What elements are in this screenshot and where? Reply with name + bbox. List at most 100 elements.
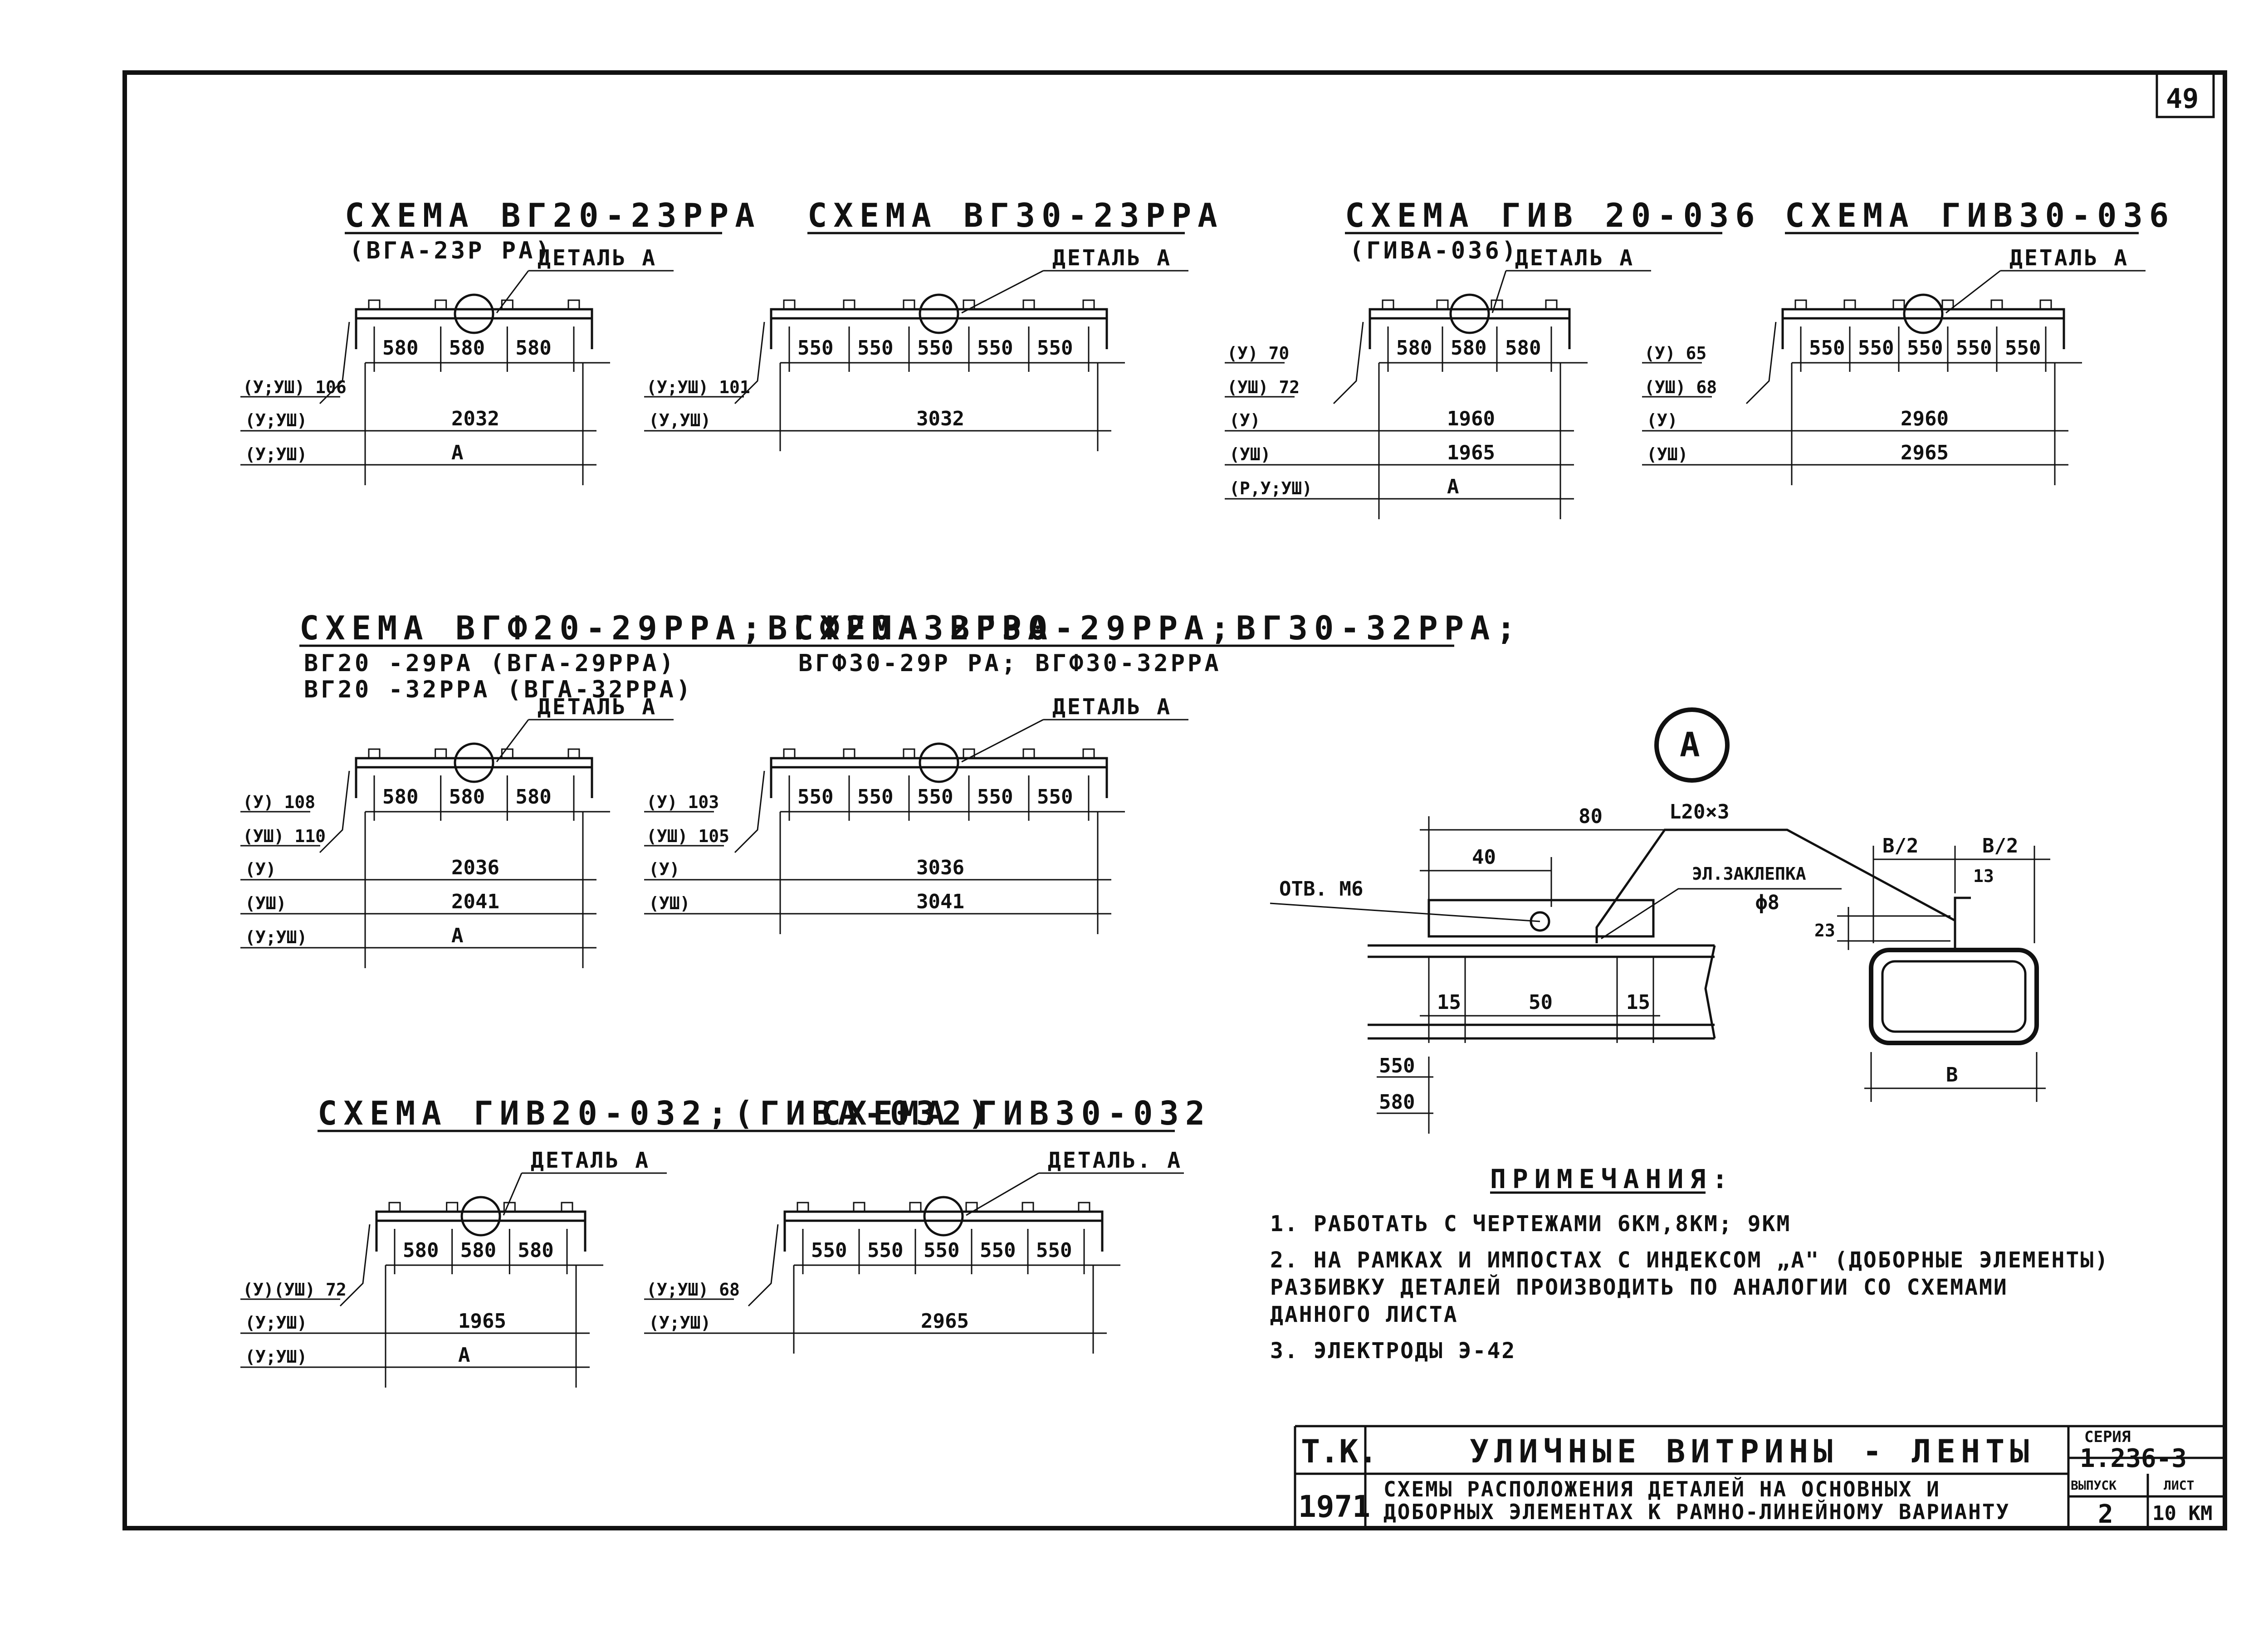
- segment-dim: 580: [515, 336, 551, 360]
- total-value: 3032: [916, 407, 964, 430]
- scheme-clip: [1794, 299, 1807, 310]
- note-2-cont2: ДАННОГО ЛИСТА: [1270, 1302, 1458, 1327]
- segment-dim: 580: [1451, 336, 1486, 360]
- scheme-title: СХЕМА ГИВ 20-036: [1345, 196, 1761, 234]
- scheme-clip: [783, 299, 796, 310]
- detail-a-label: ДЕТАЛЬ А: [2009, 245, 2129, 271]
- segment-dim: 550: [1809, 336, 1845, 360]
- tube-dims-top: [1872, 846, 2050, 943]
- scheme-clip: [963, 748, 975, 759]
- segment-dim: 550: [1956, 336, 1992, 360]
- detail-a-label: ДЕТАЛЬ А: [1052, 245, 1172, 271]
- scheme-clip: [1082, 299, 1095, 310]
- detail-dims-550-580: [1377, 1057, 1433, 1134]
- total-tag: (У;УШ): [245, 444, 307, 464]
- detail-leader: [966, 1172, 1184, 1216]
- detail-callout-circle: [460, 1196, 501, 1237]
- stamp-sheet-label: ЛИСТ: [2164, 1478, 2194, 1493]
- scheme-clip: [1892, 299, 1905, 310]
- total-value: 1960: [1447, 407, 1495, 430]
- hole-label: ОТВ. М6: [1279, 877, 1363, 901]
- total-tag: (УШ): [1647, 444, 1688, 464]
- scheme-clip: [843, 748, 855, 759]
- scheme-clip: [1082, 748, 1095, 759]
- stamp-series: 1.236-3: [2080, 1444, 2187, 1473]
- scheme-beam: [1781, 308, 2065, 320]
- scheme-legs: [770, 317, 1108, 349]
- side-dim-label: (У)(УШ) 72: [243, 1280, 347, 1300]
- segment-dim: 550: [1037, 785, 1073, 809]
- dim-50: 50: [1529, 991, 1553, 1014]
- detail-callout-circle: [454, 742, 494, 783]
- scheme-subtitle: (ВГА-23Р РА): [349, 237, 552, 264]
- scheme-clip: [1078, 1202, 1090, 1213]
- scheme-clip: [853, 1202, 865, 1213]
- segment-dim: 580: [518, 1239, 553, 1262]
- detail-bar-break: [1704, 945, 1716, 1039]
- segment-dim: 580: [382, 336, 418, 360]
- total-value: 2965: [1901, 441, 1949, 464]
- segment-dim: 580: [460, 1239, 496, 1262]
- total-tag: (У,УШ): [649, 410, 711, 430]
- scheme-title: СХЕМА ГИВ20-032;(ГИВА-032): [318, 1094, 994, 1132]
- scheme-title: СХЕМА ВГФ20-29РРА;ВГФ20-32РРА: [299, 609, 1054, 647]
- stamp-title: УЛИЧНЫЕ ВИТРИНЫ - ЛЕНТЫ: [1470, 1433, 2034, 1470]
- scheme-clip: [909, 1202, 922, 1213]
- tube-section-inner: [1881, 960, 2027, 1033]
- detail-leader: [1945, 270, 2146, 314]
- side-dim-label: (У) 103: [646, 792, 719, 812]
- detail-a-marker: А: [1680, 726, 1700, 765]
- total-tag: (У;УШ): [245, 410, 307, 430]
- angle-label: L20×3: [1669, 800, 1729, 823]
- scheme-clip: [1022, 299, 1035, 310]
- detail-a: А 80 40 L20×3 ОТВ. М6 ЭЛ.ЗАКЛЕПКА ϕ8 15 …: [1270, 707, 2050, 1134]
- segment-dim: 550: [924, 1239, 959, 1262]
- segment-dim: 550: [917, 785, 953, 809]
- scheme-beam: [355, 757, 593, 769]
- total-value: 1965: [458, 1310, 506, 1333]
- stamp-desc-2: ДОБОРНЫХ ЭЛЕМЕНТАХ К РАМНО-ЛИНЕЙНОМУ ВАР…: [1383, 1500, 2010, 1524]
- side-bracket: [1745, 322, 1777, 404]
- segment-dim: 580: [1505, 336, 1541, 360]
- total-tag: (У): [1229, 410, 1261, 430]
- scheme-beam: [355, 308, 593, 320]
- total-tag: (У;УШ): [245, 1347, 307, 1367]
- scheme-clip: [501, 748, 513, 759]
- segment-dim: 550: [980, 1239, 1016, 1262]
- tube-dims-side: [1837, 907, 1950, 950]
- scheme-clip: [368, 748, 381, 759]
- stamp-tk: Т.К.: [1301, 1433, 1378, 1470]
- stamp-issue: 2: [2098, 1500, 2113, 1529]
- side-bracket: [734, 770, 765, 853]
- total-extension-lines: [793, 1265, 1094, 1354]
- scheme-clip: [503, 1202, 516, 1213]
- total-tag: (У): [245, 859, 276, 879]
- scheme-clip: [1022, 1202, 1034, 1213]
- scheme-title: СХЕМА ВГ30-29РРА;ВГ30-32РРА;: [794, 609, 1522, 647]
- scheme-clip: [368, 299, 381, 310]
- total-tag: (У;УШ): [649, 1313, 711, 1333]
- stamp-issue-label: ВЫПУСК: [2071, 1478, 2116, 1493]
- side-bracket: [319, 322, 350, 404]
- segment-dim: 550: [1037, 336, 1073, 360]
- detail-a-label: ДЕТАЛЬ А: [538, 694, 657, 720]
- weld-label: ЭЛ.ЗАКЛЕПКА: [1692, 864, 1806, 884]
- total-extension-lines: [1378, 363, 1561, 519]
- total-tag: (УШ): [649, 893, 690, 913]
- note-1: 1. РАБОТАТЬ С ЧЕРТЕЖАМИ 6КМ,8КМ; 9КМ: [1270, 1211, 1791, 1237]
- segment-dim: 550: [1907, 336, 1943, 360]
- segment-dim: 550: [2005, 336, 2041, 360]
- scheme-clip: [1436, 299, 1449, 310]
- segment-dim: 580: [449, 785, 485, 809]
- note-3: 3. ЭЛЕКТРОДЫ Э-42: [1270, 1338, 1516, 1364]
- hole-leader: [1270, 902, 1540, 922]
- total-value: А: [1447, 475, 1459, 498]
- scheme-beam: [375, 1210, 587, 1222]
- detail-a-label: ДЕТАЛЬ А: [1515, 245, 1634, 271]
- segment-dim: 550: [1858, 336, 1894, 360]
- detail-leader: [503, 1172, 667, 1216]
- scheme-legs: [1781, 317, 2065, 349]
- segment-dim: 550: [857, 336, 893, 360]
